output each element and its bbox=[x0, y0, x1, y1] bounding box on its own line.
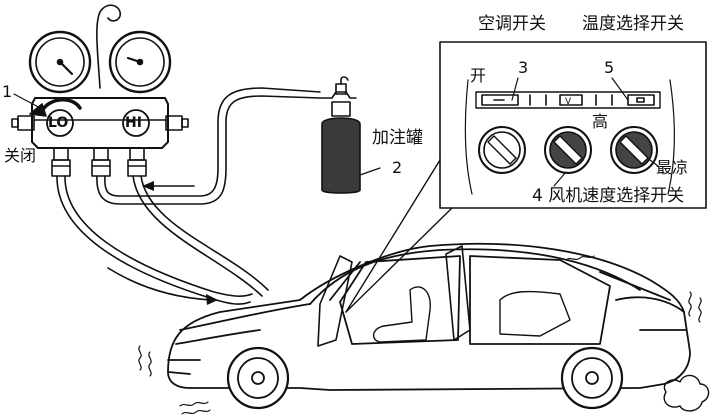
fan-speed-knob bbox=[544, 126, 592, 174]
coldest-label: 最凉 bbox=[656, 158, 689, 177]
temp-switch-label: 温度选择开关 bbox=[582, 14, 684, 34]
hoses bbox=[56, 87, 321, 305]
charging-can bbox=[319, 76, 381, 194]
car-body bbox=[167, 242, 691, 391]
callout-1-label: 1 bbox=[2, 82, 13, 101]
inset-frame bbox=[439, 41, 707, 209]
front-door-opening bbox=[339, 255, 461, 345]
lo-roundel bbox=[46, 109, 74, 137]
upper-hose-loop bbox=[96, 4, 122, 89]
hi-label: HI bbox=[125, 115, 142, 131]
valve-rotation-arrow bbox=[42, 98, 82, 110]
ac-button bbox=[481, 94, 519, 106]
close-label: 关闭 bbox=[4, 146, 37, 165]
fan-speed-switch-label: 4 风机速度选择开关 bbox=[532, 186, 685, 206]
ac-switch-label: 空调开关 bbox=[478, 14, 546, 34]
exhaust-puff bbox=[663, 374, 710, 412]
lo-label: LO bbox=[48, 115, 69, 131]
lo-hose bbox=[56, 175, 251, 305]
front-seat bbox=[373, 286, 431, 343]
charging-can-label: 加注罐 bbox=[372, 128, 423, 148]
svg-text:V: V bbox=[565, 97, 572, 107]
high-label: 高 bbox=[592, 112, 609, 131]
car bbox=[138, 242, 710, 415]
slider-bar bbox=[475, 91, 661, 109]
on-label: 开 bbox=[470, 66, 487, 85]
callout-3-label: 3 bbox=[518, 58, 529, 77]
rear-wheel bbox=[560, 346, 624, 410]
hi-roundel bbox=[122, 109, 150, 137]
hi-fitting bbox=[129, 147, 145, 161]
center-fitting bbox=[93, 147, 109, 161]
temp-indicator bbox=[627, 94, 655, 106]
front-wheel bbox=[226, 346, 290, 410]
can-body bbox=[321, 117, 361, 194]
temp-knob bbox=[610, 126, 658, 174]
high-pressure-gauge bbox=[108, 30, 172, 94]
rear-seat bbox=[499, 290, 571, 337]
low-pressure-gauge bbox=[28, 30, 92, 94]
center-hose bbox=[96, 95, 321, 205]
callout-5-label: 5 bbox=[604, 58, 615, 77]
lo-fitting bbox=[53, 147, 69, 161]
hi-hose bbox=[132, 175, 263, 297]
rear-door-opening bbox=[469, 255, 611, 345]
open-rear-door bbox=[445, 245, 471, 341]
manifold-gauge-set bbox=[11, 4, 189, 177]
ac-knob bbox=[478, 126, 526, 174]
open-front-door bbox=[317, 255, 353, 347]
callout-2-label: 2 bbox=[392, 158, 403, 177]
control-panel-inset: V bbox=[345, 41, 707, 313]
rear-window bbox=[599, 271, 671, 301]
windshield bbox=[329, 261, 361, 301]
recirc-button bbox=[559, 94, 583, 106]
